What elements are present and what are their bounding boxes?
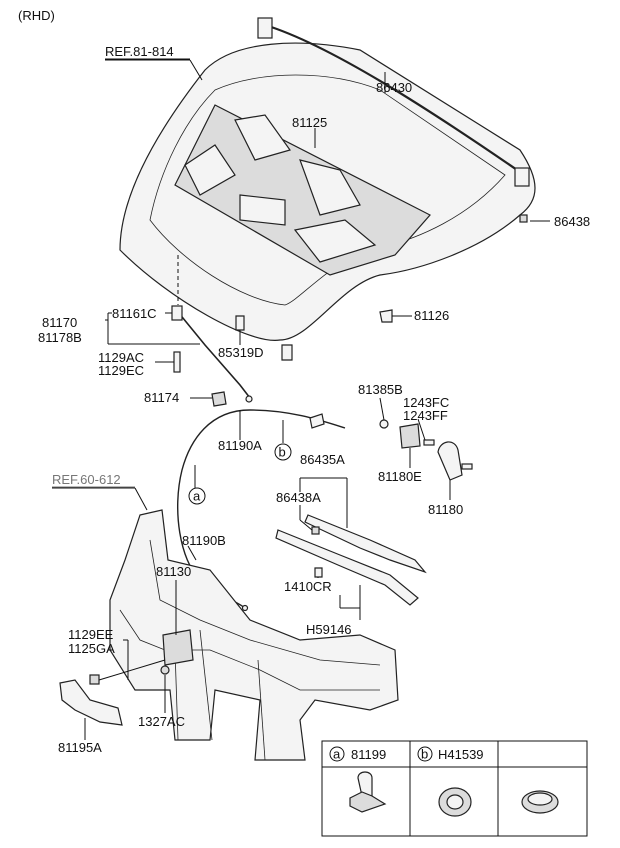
part-label: 1129EE — [68, 627, 114, 642]
part-label: 81180E — [378, 469, 422, 484]
grommet-hole-icon — [446, 794, 464, 810]
stay-holder-81174 — [211, 391, 227, 407]
part-label: 86438 — [554, 214, 590, 229]
legend-cell-a: a 81199 — [329, 746, 387, 813]
part-label: 1243FF — [403, 408, 448, 423]
part-label: 81178B — [38, 330, 82, 345]
hood-lock-81130 — [162, 629, 194, 666]
weatherstrip-86435A — [304, 514, 427, 574]
part-label: 81161C — [112, 306, 157, 321]
clip-86438A — [311, 526, 320, 535]
part-label: 1243FC — [403, 395, 449, 410]
legend-part: H41539 — [438, 747, 484, 762]
part-label: 81125 — [292, 115, 327, 130]
part-label: 81174 — [144, 390, 179, 405]
bolt-1327AC — [160, 665, 170, 675]
ref-label: REF.60-612 — [52, 472, 121, 487]
part-label: 81170 — [42, 315, 77, 330]
bolt-1129EE — [89, 674, 100, 685]
part-label: 1125GA — [68, 641, 115, 656]
callout-a: a — [188, 487, 206, 505]
hood-latch-81180E — [379, 419, 435, 449]
seal-end-clip — [514, 167, 530, 187]
part-label: 1129AC — [98, 350, 144, 365]
part-label: 85319D — [218, 345, 264, 360]
part-label: 1410CR — [284, 579, 332, 594]
washer-81385B — [379, 419, 389, 429]
callout-b: b — [274, 443, 292, 461]
part-label: 81195A — [58, 740, 102, 755]
svg-text:a: a — [193, 489, 201, 504]
ref-label: REF.81-814 — [105, 44, 174, 59]
legend-part: 81199 — [351, 747, 386, 762]
bumper-81126 — [379, 309, 393, 323]
clip-81199-icon — [357, 771, 373, 797]
legend-cell-c — [521, 790, 559, 814]
part-label: 81190B — [182, 533, 226, 548]
hood-seal-strip — [257, 17, 530, 187]
weatherstrip-H59146 — [275, 529, 419, 606]
leader-lines — [52, 59, 550, 740]
part-label: 86438A — [276, 490, 321, 505]
part-label: 81126 — [414, 308, 449, 323]
part-label: 81180 — [428, 502, 463, 517]
hood-inner-frame — [174, 104, 431, 276]
clip-1410CR — [314, 567, 323, 578]
hood-stay-rod — [171, 305, 253, 403]
legend-letter: a — [333, 747, 341, 762]
part-label: 81190A — [218, 438, 262, 453]
clip-86438 — [519, 214, 528, 223]
hood-bumper — [281, 344, 293, 361]
legend-letter: b — [421, 747, 428, 762]
part-label: 1129EC — [98, 363, 144, 378]
part-label: 81385B — [358, 382, 403, 397]
seal-end-clip — [257, 17, 273, 39]
clip-81199-base-icon — [349, 791, 387, 813]
safety-hook-81180 — [437, 441, 473, 481]
legend-cell-b: b H41539 — [417, 746, 484, 817]
plug-top-icon — [527, 792, 553, 806]
part-label: 81130 — [156, 564, 191, 579]
variant-label: (RHD) — [18, 8, 55, 23]
part-label: 86430 — [376, 80, 412, 95]
legend-table: a 81199 b H41539 — [321, 740, 588, 837]
part-label: H59146 — [306, 622, 352, 637]
part-label: 1327AC — [138, 714, 185, 729]
bumper-85319D — [235, 315, 245, 331]
part-label: 86435A — [300, 452, 345, 467]
bracket-81195A — [59, 679, 123, 726]
svg-text:b: b — [279, 445, 286, 460]
front-end-module — [109, 509, 399, 761]
